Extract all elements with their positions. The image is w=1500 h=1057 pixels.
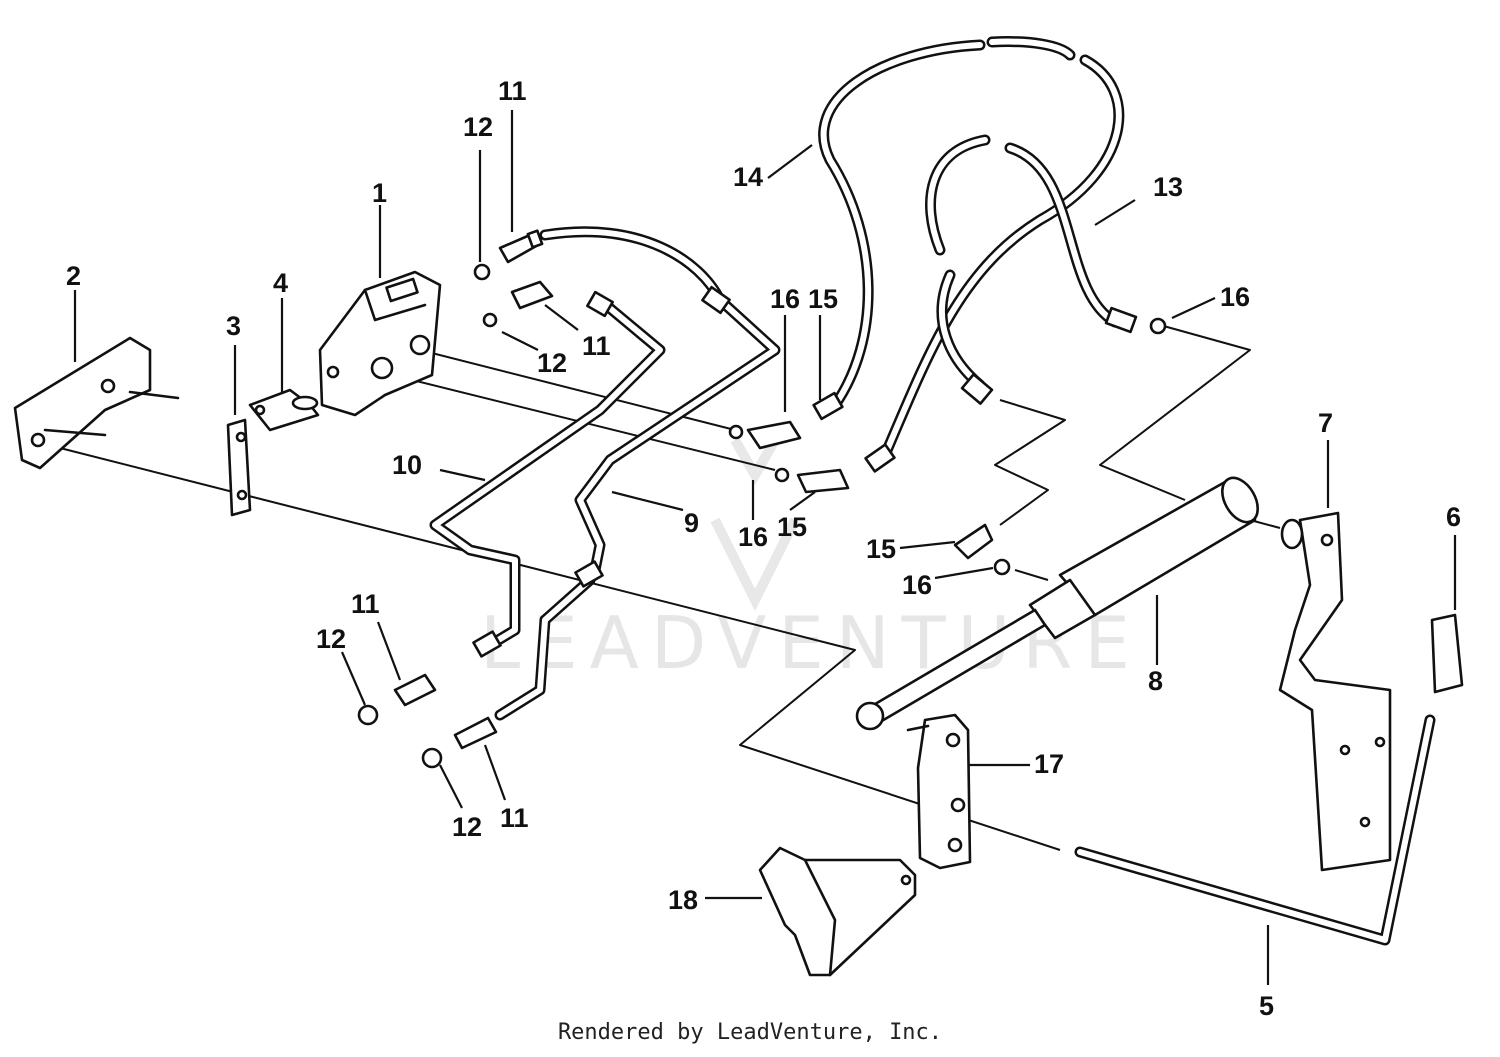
lever-rod-5	[1074, 714, 1436, 946]
o-ring-12-top	[473, 263, 491, 281]
callout-labels: 1 2 3 4 12 11 12 11 14 13 16 16 15 10 9 …	[66, 76, 1461, 1021]
callout-11-mid: 11	[582, 331, 611, 361]
render-credit: Rendered by LeadVenture, Inc.	[557, 1020, 943, 1045]
fitting-11-top	[498, 229, 544, 264]
nut-fittings	[472, 285, 1138, 658]
linkage-4	[248, 388, 320, 432]
bracket-18	[758, 846, 917, 977]
fitting-11-mid	[510, 280, 554, 310]
callout-15-right: 15	[866, 534, 896, 564]
callout-9: 9	[684, 508, 699, 538]
elbow-fittings-15	[746, 420, 994, 560]
watermark-logo	[710, 437, 800, 612]
callout-11-top: 11	[498, 76, 527, 106]
control-valve-1	[318, 270, 442, 417]
hydraulic-line-10	[429, 294, 666, 651]
callout-3: 3	[226, 311, 241, 341]
guide-lines	[59, 324, 1281, 851]
o-ring-16-d	[1149, 317, 1167, 335]
callout-1: 1	[372, 178, 387, 208]
o-ring-16-c	[993, 558, 1011, 576]
callout-11-lower-left: 11	[351, 589, 380, 619]
o-ring-12-lower-right	[421, 747, 443, 769]
callout-7: 7	[1318, 408, 1333, 438]
callout-11-lower-right: 11	[500, 803, 529, 833]
callout-8: 8	[1148, 666, 1163, 696]
hydraulic-line-9	[494, 226, 781, 721]
mounting-plate-2	[13, 336, 180, 470]
callout-6: 6	[1446, 502, 1461, 532]
callout-18: 18	[668, 885, 698, 915]
callout-leaders	[73, 110, 1457, 985]
o-ring-12-mid	[482, 312, 498, 328]
callout-17: 17	[1034, 749, 1064, 779]
callout-16-low: 16	[738, 522, 768, 552]
link-17	[906, 713, 972, 870]
callout-12-lower-right: 12	[452, 812, 482, 842]
callout-16-top: 16	[770, 284, 800, 314]
o-ring-12-lower-left	[357, 704, 379, 726]
callout-5: 5	[1259, 991, 1274, 1021]
callout-15-top: 15	[808, 284, 838, 314]
hydraulic-hose-13	[925, 134, 1121, 391]
hydraulic-hose-14	[818, 36, 1125, 461]
fitting-11-lower-right	[453, 716, 498, 750]
callout-12-mid: 12	[537, 348, 567, 378]
o-ring-16-a	[728, 424, 744, 440]
bracket-7	[1278, 511, 1392, 872]
callout-12-lower-left: 12	[316, 624, 346, 654]
callout-10: 10	[392, 450, 422, 480]
bracket-3	[226, 418, 252, 517]
watermark-text: LEADVENTURE	[480, 601, 1142, 685]
callout-2: 2	[66, 261, 81, 291]
o-ring-16-b	[774, 467, 790, 483]
callout-13: 13	[1153, 172, 1183, 202]
callout-16-right-low: 16	[902, 570, 932, 600]
callout-4: 4	[273, 268, 288, 298]
callout-15-low: 15	[777, 512, 807, 542]
knob-6	[1430, 613, 1464, 694]
fitting-11-lower-left	[393, 673, 437, 707]
hydraulic-cylinder-8	[855, 476, 1259, 731]
callout-16-right: 16	[1220, 282, 1250, 312]
callout-12-top: 12	[463, 112, 493, 142]
callout-14: 14	[733, 162, 763, 192]
